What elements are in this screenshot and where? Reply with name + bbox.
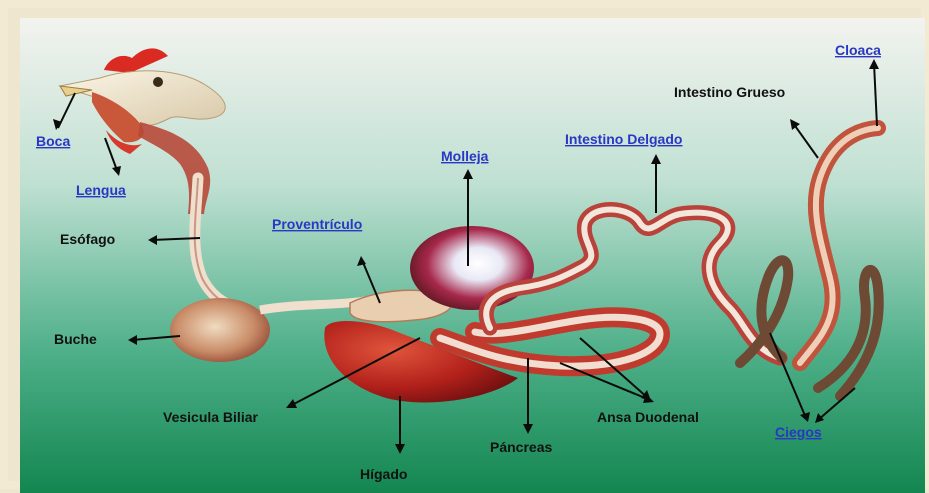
label-cloaca[interactable]: Cloaca bbox=[835, 42, 881, 58]
label-higado: Hígado bbox=[360, 466, 407, 482]
label-intestino-grueso: Intestino Grueso bbox=[674, 84, 785, 100]
label-molleja[interactable]: Molleja bbox=[441, 148, 489, 164]
label-esofago: Esófago bbox=[60, 231, 115, 247]
label-proventriculo[interactable]: Proventrículo bbox=[272, 216, 362, 232]
label-buche: Buche bbox=[54, 331, 97, 347]
crop-shape bbox=[170, 298, 270, 362]
diagram-canvas: Boca Lengua Esófago Buche Proventrículo … bbox=[20, 18, 925, 493]
label-vesicula-biliar: Vesicula Biliar bbox=[163, 409, 258, 425]
digestive-system-diagram: Boca Lengua Esófago Buche Proventrículo … bbox=[20, 18, 925, 493]
label-ansa-duodenal: Ansa Duodenal bbox=[597, 409, 699, 425]
label-intestino-delgado[interactable]: Intestino Delgado bbox=[565, 131, 682, 147]
gizzard-shape bbox=[410, 226, 534, 310]
label-pancreas: Páncreas bbox=[490, 439, 552, 455]
label-lengua[interactable]: Lengua bbox=[76, 182, 126, 198]
label-ciegos[interactable]: Ciegos bbox=[775, 424, 822, 440]
label-boca[interactable]: Boca bbox=[36, 133, 70, 149]
